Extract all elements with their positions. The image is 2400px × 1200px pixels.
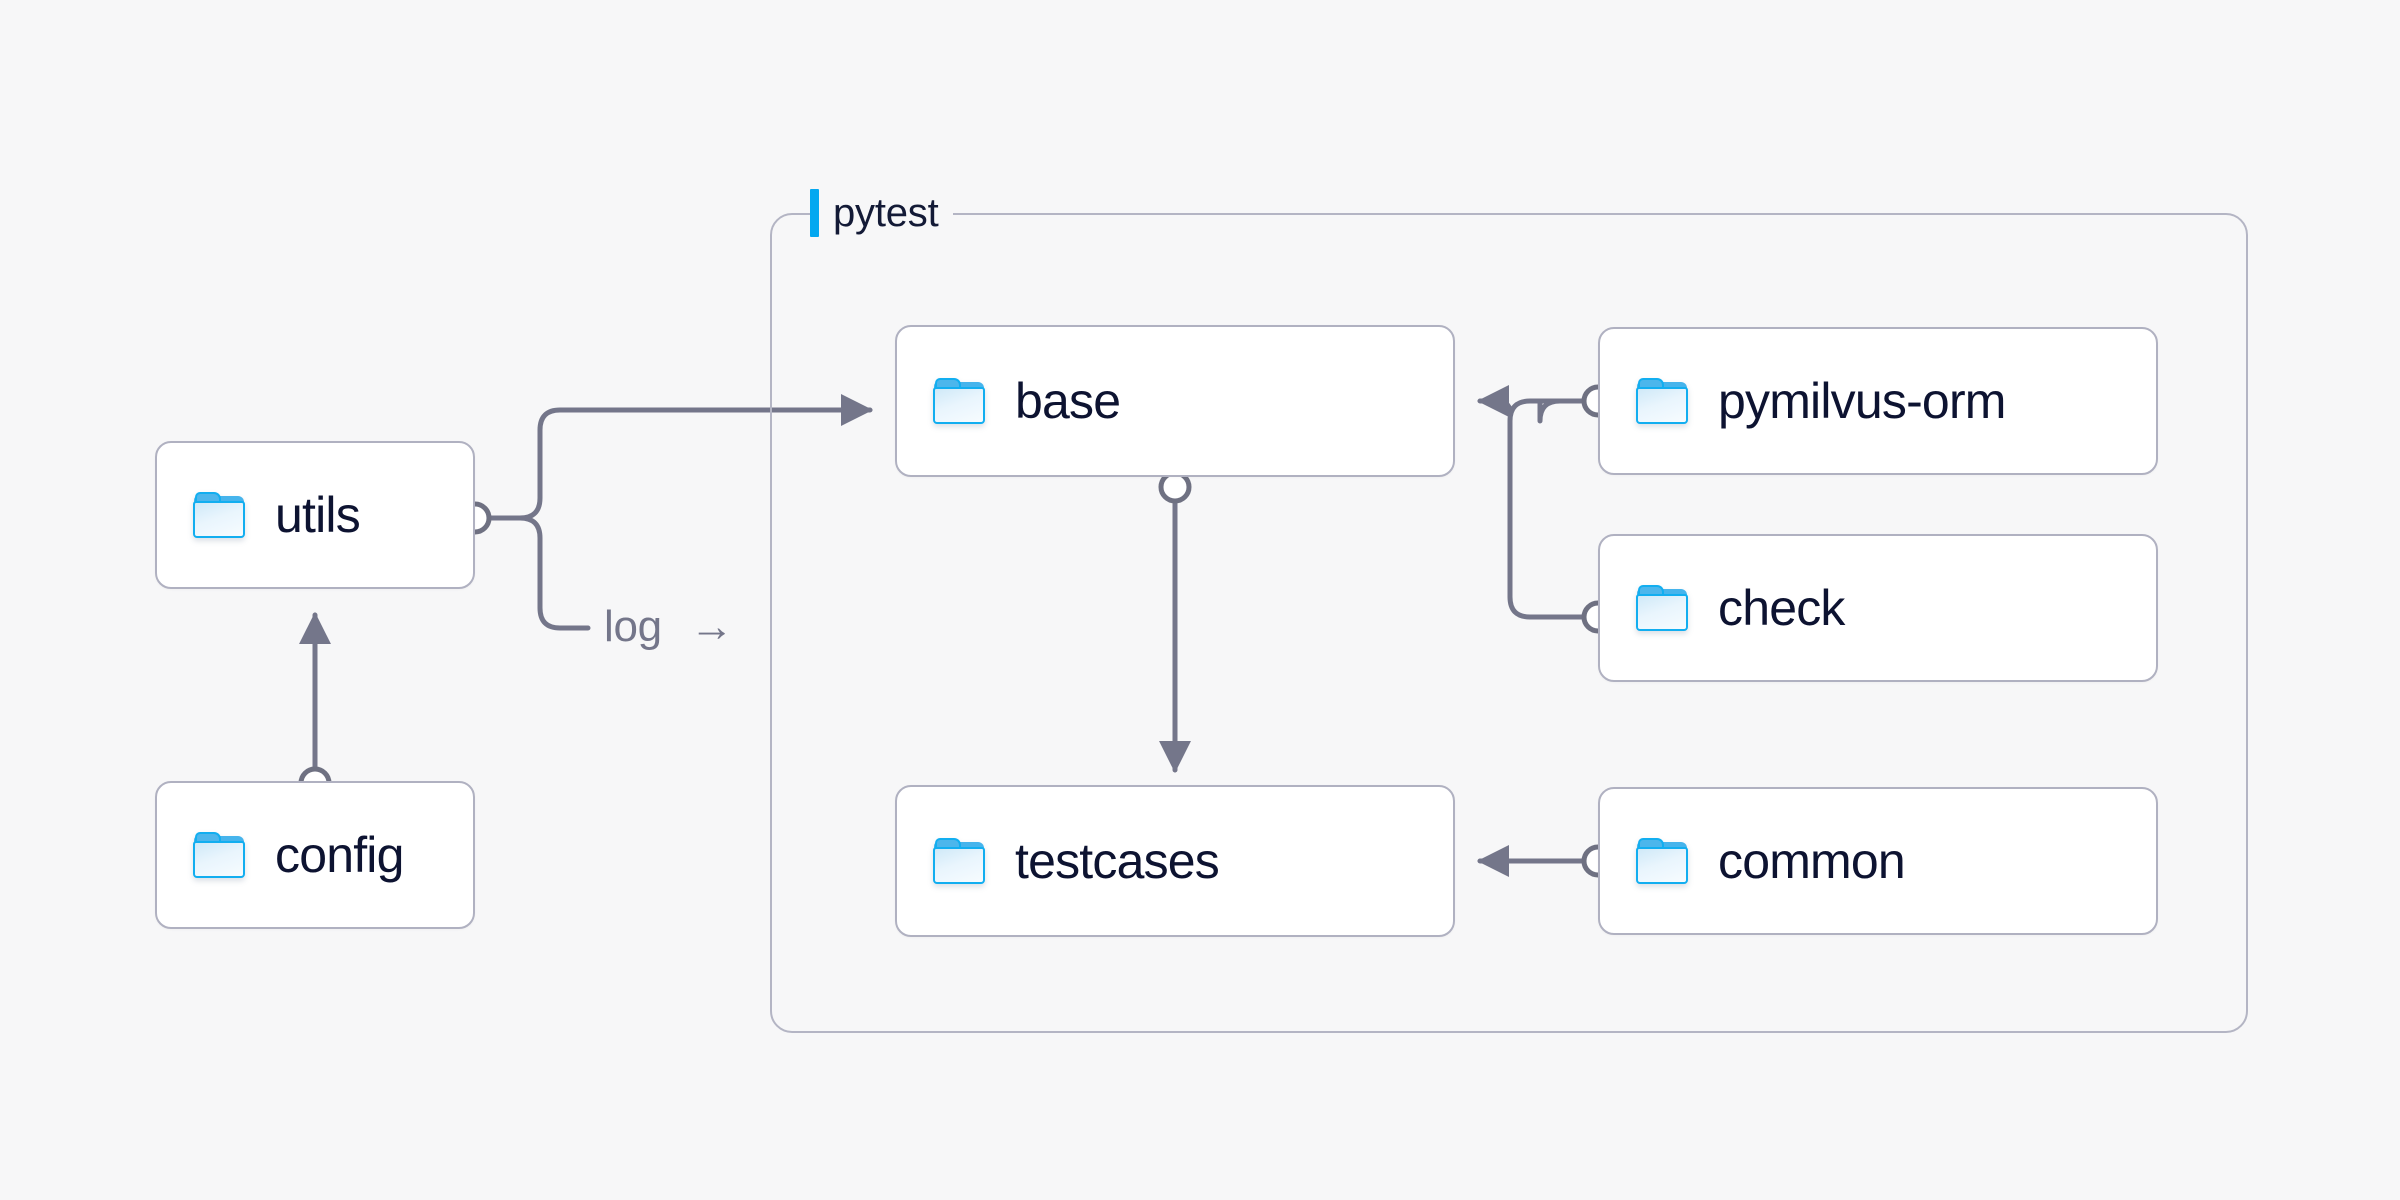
node-label-utils: utils [275, 487, 361, 543]
node-testcases[interactable]: testcases [895, 785, 1455, 937]
node-label-testcases: testcases [1015, 833, 1220, 889]
folder-icon [933, 378, 985, 424]
pytest-group-title-label: pytest [833, 190, 939, 235]
node-label-pymilvus-orm: pymilvus-orm [1718, 373, 2006, 429]
folder-icon [193, 492, 245, 538]
edge-pymilvus-orm-trunk [1507, 398, 1589, 620]
folder-icon [1636, 378, 1688, 424]
node-label-base: base [1015, 373, 1121, 429]
folder-icon [1636, 838, 1688, 884]
pytest-group-container[interactable] [770, 213, 2248, 1033]
node-label-common: common [1718, 833, 1906, 889]
node-pymilvus-orm[interactable]: pymilvus-orm [1598, 327, 2158, 475]
folder-icon [1636, 585, 1688, 631]
node-config[interactable]: config [155, 781, 475, 929]
edge-label-log: log → [604, 602, 734, 651]
node-utils[interactable]: utils [155, 441, 475, 589]
node-check[interactable]: check [1598, 534, 2158, 682]
node-label-check: check [1718, 580, 1845, 636]
arrow-right-icon: → [689, 602, 734, 651]
edge-utils-to-log-stub [484, 515, 591, 631]
node-base[interactable]: base [895, 325, 1455, 477]
folder-icon [193, 832, 245, 878]
accent-bar-icon [810, 189, 819, 237]
node-label-config: config [275, 827, 404, 883]
folder-icon [933, 838, 985, 884]
edge-merged-to-base [1477, 384, 1513, 418]
pytest-group-title: pytest [810, 186, 953, 240]
node-common[interactable]: common [1598, 787, 2158, 935]
edge-label-log-text: log [604, 602, 662, 651]
